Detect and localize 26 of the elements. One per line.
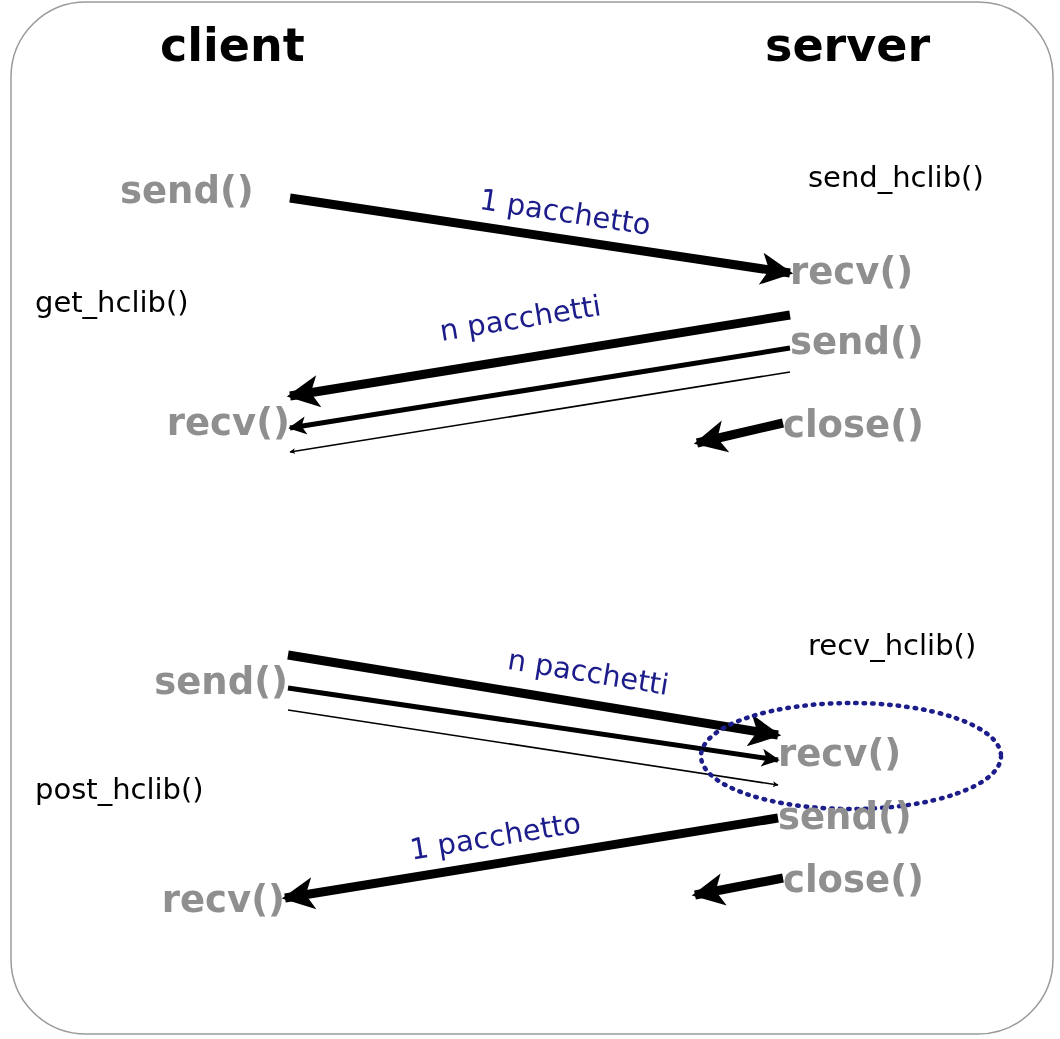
function-call-text: send()	[154, 659, 288, 703]
function-call-text: send()	[778, 794, 912, 838]
arrow	[691, 873, 784, 906]
arrow	[281, 813, 779, 910]
arrow	[693, 418, 785, 453]
arrow	[287, 685, 780, 767]
arrow	[288, 345, 791, 435]
function-call-text: recv()	[166, 401, 290, 444]
function-label: post_hclib()	[35, 772, 204, 806]
arrow	[289, 193, 794, 285]
function-label: send_hclib()	[808, 160, 984, 194]
arrow	[289, 371, 791, 454]
function-call-text: close()	[783, 857, 924, 901]
function-label: recv_hclib()	[808, 628, 977, 662]
function-call-text: send()	[790, 320, 924, 363]
function-call-text: recv()	[161, 877, 285, 921]
arrow	[286, 310, 791, 408]
function-call-text: recv()	[790, 249, 914, 293]
arrow	[287, 650, 782, 747]
function-label: get_hclib()	[35, 285, 189, 319]
column-heading: server	[765, 18, 931, 72]
arrow	[287, 709, 779, 788]
function-call-text: recv()	[778, 731, 902, 775]
column-heading: client	[160, 18, 305, 72]
function-call-text: send()	[120, 168, 254, 212]
function-call-text: close()	[783, 402, 924, 446]
